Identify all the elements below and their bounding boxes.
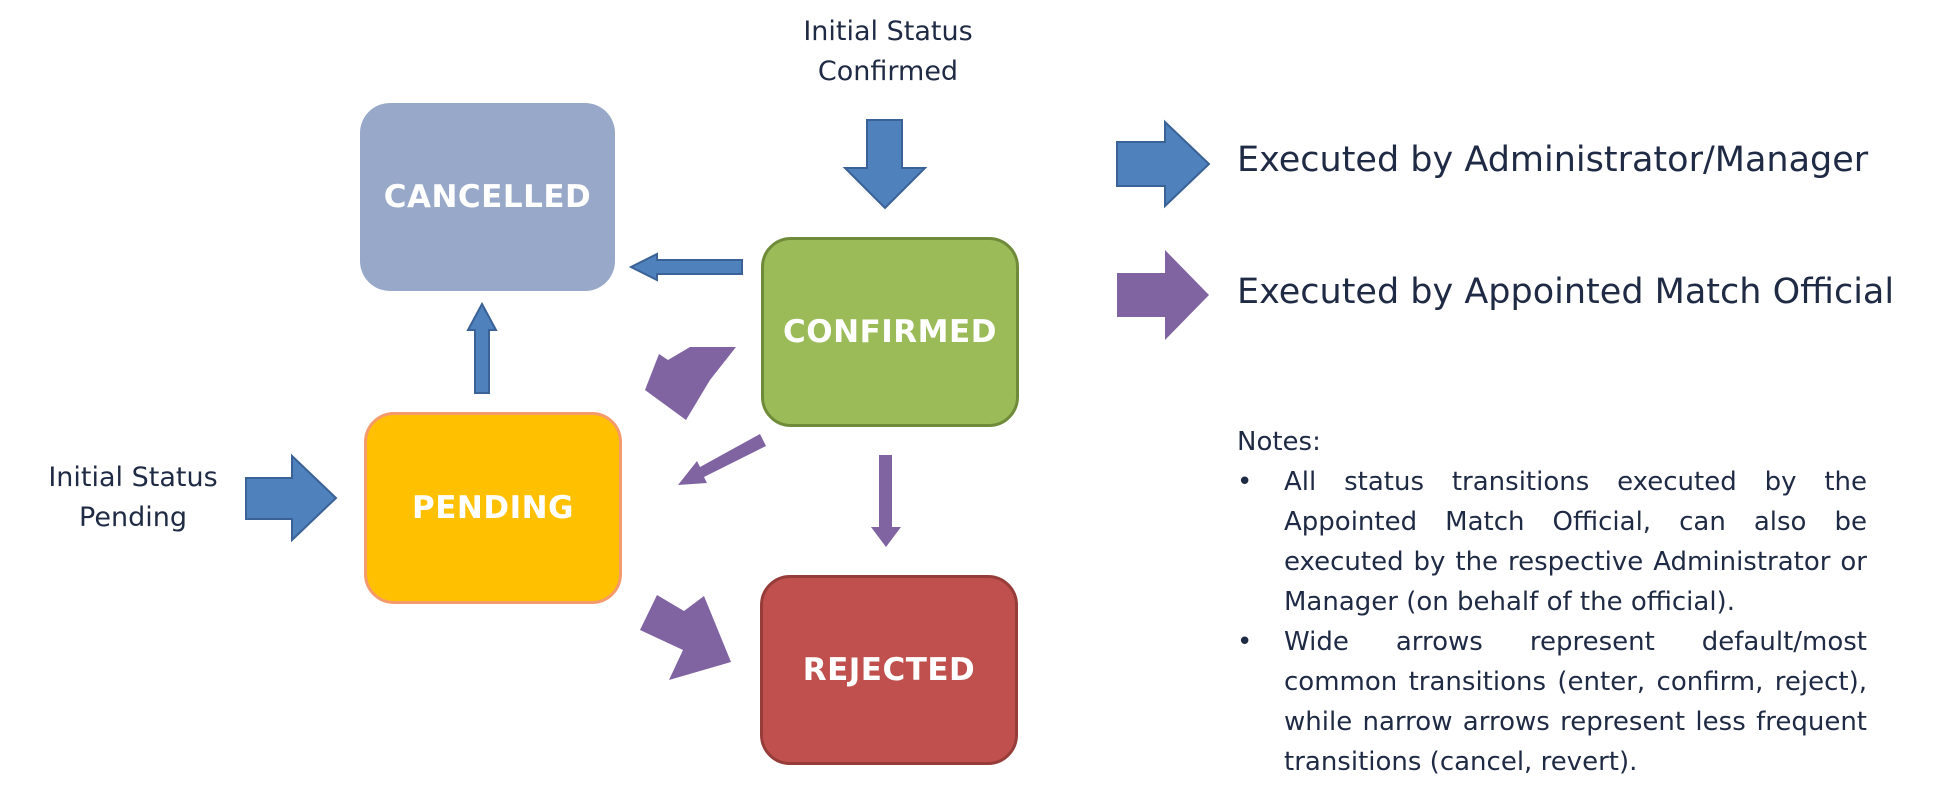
notes-title: Notes: (1237, 427, 1321, 457)
notes-item-text: Wide arrows represent default/most commo… (1284, 627, 1867, 777)
arrow-initial-to-pending (245, 453, 338, 543)
state-cancelled-label: CANCELLED (383, 179, 592, 215)
notes-item: • All status transitions executed by the… (1237, 462, 1867, 622)
arrow-pending-to-rejected (640, 595, 731, 680)
state-confirmed-label: CONFIRMED (783, 314, 997, 350)
notes-item: • Wide arrows represent default/most com… (1237, 622, 1867, 782)
legend-official-arrow (1117, 250, 1209, 340)
initial-confirmed-line-1: Initial Status (803, 16, 973, 47)
initial-confirmed-line-2: Confirmed (817, 56, 959, 87)
legend-official-text: Executed by Appointed Match Official (1237, 272, 1895, 312)
arrow-confirmed-to-pending (678, 434, 766, 485)
state-rejected: REJECTED (760, 575, 1018, 765)
state-rejected-label: REJECTED (802, 652, 976, 688)
initial-status-confirmed-label: Initial Status Confirmed (788, 12, 988, 92)
initial-status-pending-label: Initial Status Pending (33, 458, 233, 538)
bullet-icon: • (1237, 467, 1253, 497)
initial-pending-line-1: Initial Status (48, 462, 218, 493)
arrow-pending-to-confirmed (645, 347, 736, 420)
arrow-confirmed-to-cancelled (628, 252, 743, 282)
state-pending-label: PENDING (412, 490, 574, 526)
arrow-confirmed-to-rejected (871, 455, 901, 547)
arrow-initial-to-confirmed (842, 119, 928, 210)
bullet-icon: • (1237, 627, 1253, 657)
state-pending: PENDING (364, 412, 622, 604)
state-confirmed: CONFIRMED (761, 237, 1019, 427)
notes-section: Notes: • All status transitions executed… (1237, 422, 1867, 782)
notes-item-text: All status transitions executed by the A… (1284, 467, 1867, 617)
notes-list: • All status transitions executed by the… (1237, 462, 1867, 782)
arrow-pending-to-cancelled (466, 301, 498, 394)
legend-admin-arrow (1116, 119, 1211, 209)
legend-admin-text: Executed by Administrator/Manager (1237, 140, 1869, 180)
initial-pending-line-2: Pending (79, 502, 187, 533)
state-cancelled: CANCELLED (360, 103, 615, 291)
